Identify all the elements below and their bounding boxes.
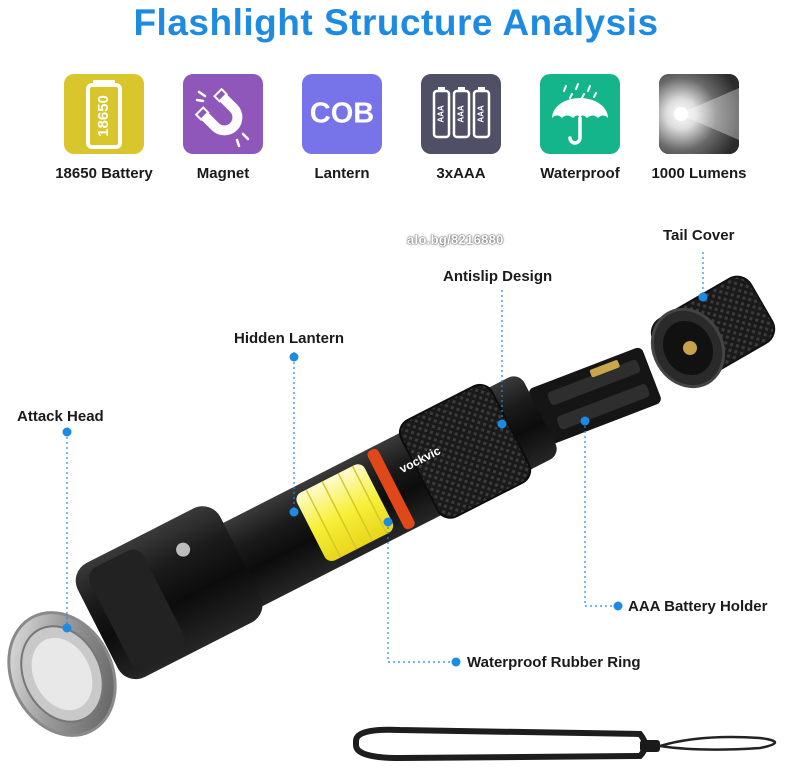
tail-cover bbox=[650, 275, 776, 389]
callout-waterproof-rubber-ring: Waterproof Rubber Ring bbox=[467, 654, 641, 671]
watermark: alo.bg/8216880 bbox=[407, 232, 504, 247]
aaa-tile-text: AAA bbox=[457, 105, 466, 123]
feature-label: 18650 Battery bbox=[55, 165, 153, 182]
aaa-batteries-icon: AAA AAA AAA bbox=[421, 74, 501, 154]
battery-18650-icon: 18650 bbox=[64, 74, 144, 154]
feature-label: 1000 Lumens bbox=[651, 165, 747, 182]
feature-label: Waterproof bbox=[540, 165, 620, 182]
callout-dots bbox=[62, 292, 708, 667]
callout-hidden-lantern: Hidden Lantern bbox=[234, 330, 345, 347]
umbrella-rain-icon bbox=[540, 74, 620, 154]
aaa-tile-text: AAA bbox=[437, 105, 446, 123]
feature-lantern: COB Lantern bbox=[283, 74, 401, 182]
callout-tail-cover: Tail Cover bbox=[663, 227, 735, 244]
feature-1000-lumens: 1000 Lumens bbox=[640, 74, 758, 182]
magnet-icon bbox=[183, 74, 263, 154]
feature-label: 3xAAA bbox=[436, 165, 486, 182]
flashlight-head bbox=[7, 506, 263, 737]
feature-3xaaa: AAA AAA AAA 3xAAA bbox=[402, 74, 520, 182]
feature-label: Lantern bbox=[314, 165, 370, 182]
callout-lines bbox=[66, 252, 704, 663]
rubber-ring bbox=[367, 448, 415, 530]
feature-18650-battery: 18650 18650 Battery bbox=[45, 74, 163, 182]
light-beam-icon bbox=[659, 74, 739, 154]
battery-tile-text: 18650 bbox=[95, 95, 112, 137]
cob-lantern-panel bbox=[296, 464, 394, 561]
cob-tile-text: COB bbox=[310, 98, 374, 130]
feature-label: Magnet bbox=[196, 165, 250, 182]
antislip-grip bbox=[399, 384, 531, 518]
flashlight-body: vockvic bbox=[197, 376, 557, 616]
page-title: Flashlight Structure Analysis bbox=[133, 2, 659, 43]
callout-aaa-battery-holder: AAA Battery Holder bbox=[628, 598, 768, 615]
callout-antislip-design: Antislip Design bbox=[443, 268, 553, 285]
lanyard bbox=[353, 726, 777, 762]
callout-attack-head: Attack Head bbox=[17, 408, 104, 425]
cob-icon: COB bbox=[302, 74, 382, 154]
aaa-tile-text: AAA bbox=[477, 105, 486, 123]
feature-magnet: Magnet bbox=[164, 74, 282, 182]
feature-waterproof: Waterproof bbox=[521, 74, 639, 182]
aaa-battery-holder bbox=[528, 347, 661, 445]
